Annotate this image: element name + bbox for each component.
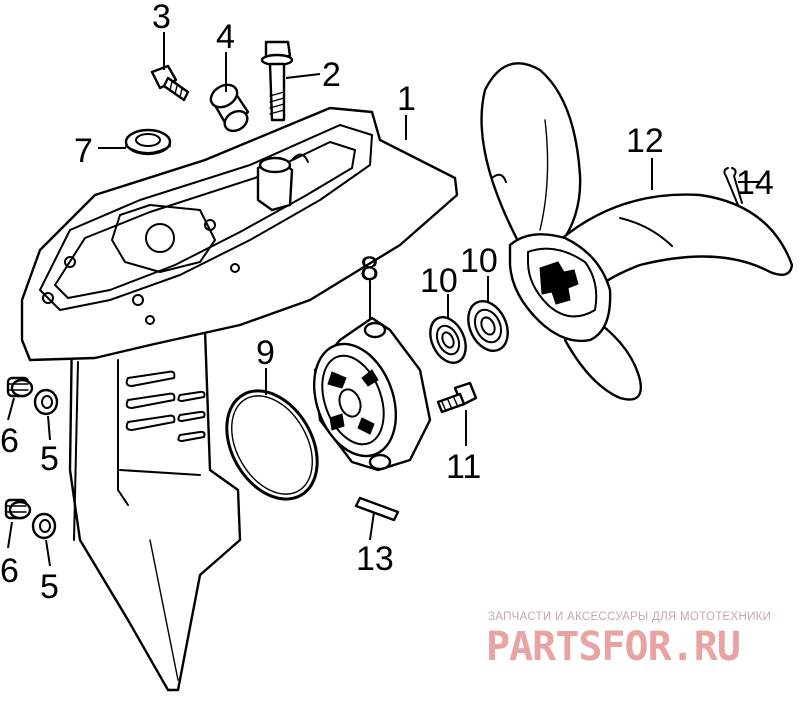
label-5b: 5 bbox=[40, 568, 59, 606]
propeller-blade-right bbox=[558, 193, 794, 302]
cooling-slots bbox=[125, 370, 206, 442]
flange-bore bbox=[145, 223, 175, 253]
part-8-shaft-housing bbox=[312, 316, 432, 472]
part-9-o-ring bbox=[225, 389, 319, 501]
part-3-spacer bbox=[209, 83, 250, 133]
label-13: 13 bbox=[356, 540, 394, 578]
bolt-hole bbox=[132, 294, 144, 306]
label-1: 1 bbox=[397, 80, 416, 118]
label-4: 3 bbox=[152, 0, 171, 36]
leader-lines bbox=[7, 32, 760, 567]
part-11-bolt bbox=[436, 381, 478, 414]
label-9: 9 bbox=[256, 334, 275, 372]
label-6b: 6 bbox=[0, 552, 19, 590]
label-2: 2 bbox=[322, 56, 341, 94]
propeller-bore bbox=[527, 247, 598, 318]
label-8: 8 bbox=[360, 250, 379, 288]
part-6-drain-plug-lower bbox=[4, 498, 32, 520]
bolt-hole bbox=[204, 219, 216, 231]
leg-seam bbox=[119, 469, 201, 476]
part-5-washer-upper bbox=[33, 388, 59, 416]
bolt-hole bbox=[42, 292, 54, 304]
label-6a: 6 bbox=[0, 422, 19, 460]
part-5-washer-lower bbox=[31, 512, 57, 540]
label-5a: 5 bbox=[40, 440, 59, 478]
part-6-drain-plug-upper bbox=[6, 376, 34, 398]
gear-case-skeg bbox=[68, 316, 242, 692]
gear-case-rim bbox=[39, 124, 373, 311]
part-14-cotter-pin bbox=[723, 167, 743, 206]
label-14: 14 bbox=[736, 164, 774, 202]
watermark-tagline: ЗАПЧАСТИ И АКСЕССУАРЫ ДЛЯ МОТОТЕХНИКИ bbox=[488, 611, 771, 623]
part-12-propeller bbox=[480, 62, 794, 401]
part-10-bearing-b bbox=[467, 300, 509, 352]
gear-case-housing bbox=[20, 106, 459, 692]
part-4-bolt bbox=[150, 64, 190, 102]
propeller-blade-upper bbox=[480, 62, 582, 247]
gear-case-flange bbox=[111, 204, 216, 273]
part-7-oil-seal bbox=[124, 128, 172, 156]
blade-highlight bbox=[619, 217, 673, 247]
part-2-long-bolt bbox=[260, 40, 294, 122]
label-3: 4 bbox=[216, 18, 235, 56]
part-10-bearing-a bbox=[429, 316, 467, 364]
part-13-pin bbox=[354, 496, 400, 522]
bolt-hole bbox=[230, 263, 240, 273]
label-10b: 10 bbox=[460, 242, 498, 280]
watermark: ЗАПЧАСТИ И АКСЕССУАРЫ ДЛЯ МОТОТЕХНИКИ PA… bbox=[486, 611, 771, 670]
label-11: 11 bbox=[446, 448, 481, 486]
blade-edge bbox=[539, 119, 549, 231]
bolt-hole bbox=[145, 315, 155, 325]
skeg-edge bbox=[149, 539, 179, 681]
watermark-logo: PARTSFOR.RU bbox=[486, 624, 740, 670]
label-10a: 10 bbox=[420, 262, 458, 300]
driveshaft-boss-top bbox=[258, 156, 292, 174]
label-12: 12 bbox=[626, 122, 664, 160]
blade-hole bbox=[491, 173, 507, 183]
label-7: 7 bbox=[74, 132, 93, 170]
boss-clip bbox=[291, 153, 309, 163]
callout-labels: 3 4 2 1 7 6 5 6 5 8 9 10 10 11 12 13 14 bbox=[0, 0, 774, 606]
gear-case-rim-inner bbox=[54, 141, 356, 299]
leg-inner-edge bbox=[117, 359, 129, 506]
bolt-hole bbox=[64, 256, 76, 268]
leg-front-edge bbox=[73, 361, 79, 541]
propeller-spline bbox=[539, 261, 579, 305]
